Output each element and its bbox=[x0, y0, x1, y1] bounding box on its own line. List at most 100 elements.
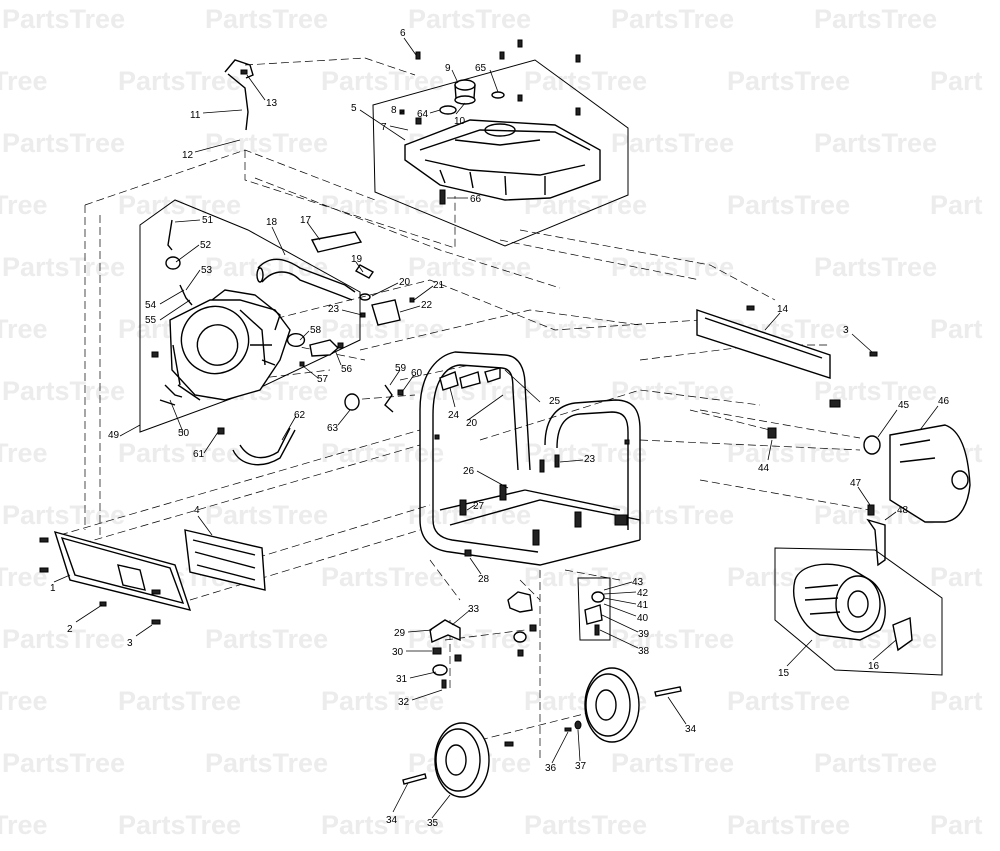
watermark-text: Tree bbox=[0, 314, 48, 344]
callout-57: 57 bbox=[317, 374, 329, 385]
callout-28: 28 bbox=[478, 574, 490, 585]
callout-61: 61 bbox=[193, 449, 205, 460]
watermark-text: Part bbox=[930, 686, 983, 716]
callout-3: 3 bbox=[127, 638, 133, 649]
watermark-text: Part bbox=[930, 190, 983, 220]
callout-19: 19 bbox=[351, 254, 363, 265]
callout-49: 49 bbox=[108, 430, 120, 441]
callout-45: 45 bbox=[898, 400, 910, 411]
callout-62: 62 bbox=[294, 410, 306, 421]
callout-40: 40 bbox=[637, 613, 649, 624]
callout-52: 52 bbox=[200, 240, 212, 251]
callout-65: 65 bbox=[475, 63, 487, 74]
callout-37: 37 bbox=[575, 761, 587, 772]
callout-34: 34 bbox=[685, 724, 697, 735]
watermark-text: PartsTree bbox=[408, 4, 531, 34]
end-cover bbox=[767, 399, 971, 567]
callout-labels: 1 2 3 3 4 5 6 7 8 9 10 11 12 13 14 15 16… bbox=[50, 28, 950, 829]
callout-35: 35 bbox=[427, 818, 439, 829]
wheels bbox=[402, 667, 682, 798]
callout-10: 10 bbox=[454, 116, 466, 127]
watermark-text: PartsTree bbox=[2, 4, 125, 34]
callout-26: 26 bbox=[463, 466, 475, 477]
callout-59: 59 bbox=[395, 363, 407, 374]
callout-39: 39 bbox=[638, 629, 650, 640]
callout-20: 20 bbox=[466, 418, 478, 429]
watermark-text: PartsTree bbox=[611, 624, 734, 654]
leader-lines bbox=[53, 37, 939, 819]
watermark-text: Tree bbox=[0, 686, 48, 716]
watermark-text: PartsTree bbox=[524, 562, 647, 592]
watermark-text: PartsTree bbox=[118, 438, 241, 468]
watermark-text: PartsTree bbox=[321, 562, 444, 592]
callout-2: 2 bbox=[67, 624, 73, 635]
watermark-text: PartsTree bbox=[321, 810, 444, 840]
watermark-text: PartsTree bbox=[727, 810, 850, 840]
callout-43: 43 bbox=[632, 577, 644, 588]
watermark-text: PartsTree bbox=[408, 624, 531, 654]
callout-14: 14 bbox=[777, 304, 789, 315]
callout-58: 58 bbox=[310, 325, 322, 336]
callout-30: 30 bbox=[392, 647, 404, 658]
watermark-text: Part bbox=[930, 66, 983, 96]
callout-44: 44 bbox=[758, 463, 770, 474]
alternator-assembly bbox=[774, 547, 943, 676]
watermark-text: PartsTree bbox=[408, 252, 531, 282]
callout-66: 66 bbox=[470, 194, 482, 205]
watermark-text: PartsTree bbox=[205, 748, 328, 778]
watermark-text: PartsTree bbox=[2, 252, 125, 282]
callout-5: 5 bbox=[351, 103, 357, 114]
watermark-text: PartsTree bbox=[205, 500, 328, 530]
callout-54: 54 bbox=[145, 300, 157, 311]
misc-small-parts bbox=[217, 384, 404, 466]
callout-6: 6 bbox=[400, 28, 406, 39]
watermark-text: Tree bbox=[0, 190, 48, 220]
watermark-text: Tree bbox=[0, 438, 48, 468]
callout-21: 21 bbox=[433, 280, 445, 291]
watermark-text: PartsTree bbox=[408, 500, 531, 530]
engine-assembly bbox=[139, 199, 361, 433]
watermark-text: PartsTree bbox=[2, 748, 125, 778]
callout-60: 60 bbox=[411, 368, 423, 379]
callout-11: 11 bbox=[190, 110, 201, 121]
watermark-text: Tree bbox=[0, 66, 48, 96]
callout-27: 27 bbox=[473, 501, 485, 512]
callout-20: 20 bbox=[399, 277, 411, 288]
watermark-text: PartsTree bbox=[205, 4, 328, 34]
callout-24: 24 bbox=[448, 410, 460, 421]
watermark-text: Tree bbox=[0, 810, 48, 840]
support-bar bbox=[696, 305, 878, 379]
watermark-text: PartsTree bbox=[2, 376, 125, 406]
watermark-text: PartsTree bbox=[727, 66, 850, 96]
callout-38: 38 bbox=[638, 646, 650, 657]
watermark-text: Tree bbox=[0, 562, 48, 592]
watermark-text: PartsTree bbox=[524, 66, 647, 96]
watermark-text: PartsTree bbox=[611, 4, 734, 34]
callout-29: 29 bbox=[394, 628, 406, 639]
watermark-text: PartsTree bbox=[205, 128, 328, 158]
watermark-text: PartsTree bbox=[2, 500, 125, 530]
callout-18: 18 bbox=[266, 217, 278, 228]
callout-55: 55 bbox=[145, 315, 157, 326]
callout-23: 23 bbox=[584, 454, 596, 465]
callout-32: 32 bbox=[398, 697, 410, 708]
callout-50: 50 bbox=[178, 428, 190, 439]
watermark-text: PartsTree bbox=[611, 376, 734, 406]
watermark-text: PartsTree bbox=[611, 252, 734, 282]
callout-13: 13 bbox=[266, 98, 278, 109]
watermark-text: PartsTree bbox=[611, 500, 734, 530]
fuel-tank-assembly bbox=[372, 39, 629, 247]
callout-42: 42 bbox=[637, 588, 649, 599]
callout-16: 16 bbox=[868, 661, 880, 672]
callout-17: 17 bbox=[300, 215, 312, 226]
fuel-line bbox=[224, 59, 254, 131]
callout-56: 56 bbox=[341, 364, 353, 375]
callout-31: 31 bbox=[396, 674, 408, 685]
watermark-text: PartsTree bbox=[321, 438, 444, 468]
callout-22: 22 bbox=[421, 300, 433, 311]
callout-34: 34 bbox=[386, 815, 398, 826]
watermark-text: PartsTree bbox=[2, 128, 125, 158]
watermark-text: PartsTree bbox=[727, 438, 850, 468]
feet-and-brackets bbox=[429, 549, 611, 689]
